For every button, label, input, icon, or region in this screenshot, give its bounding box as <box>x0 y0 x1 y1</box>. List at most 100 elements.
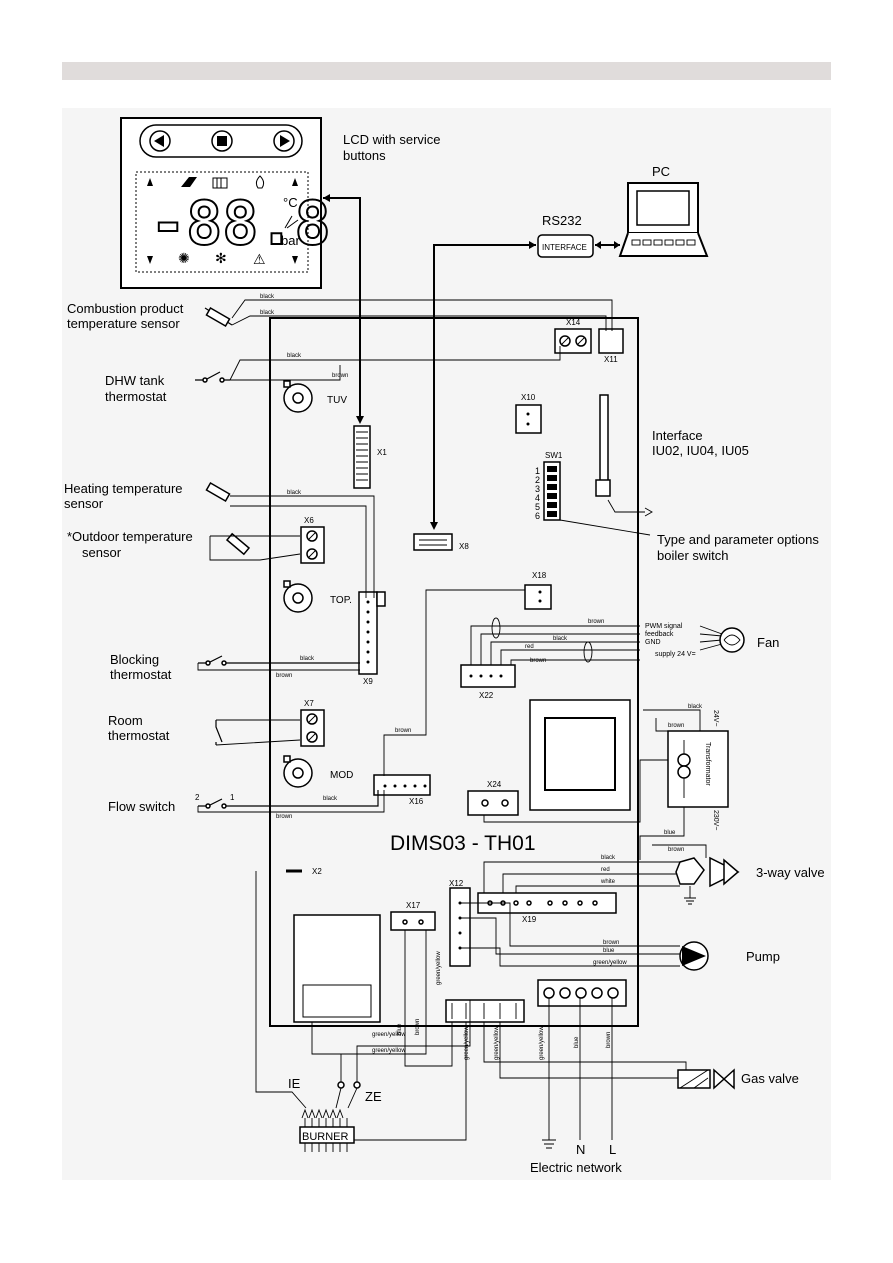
flame-icon <box>255 175 265 189</box>
svg-text:2: 2 <box>535 475 540 485</box>
snowflake-icon: ✻ <box>215 250 227 266</box>
svg-text:SW1: SW1 <box>545 451 563 460</box>
flow-switch-label: Flow switch <box>108 799 175 814</box>
svg-text:Transformator: Transformator <box>704 742 711 786</box>
fan-label: Fan <box>757 635 779 650</box>
svg-text:blue: blue <box>664 830 676 836</box>
lcd-digits: -88.8 <box>150 189 331 259</box>
outdoor-sensor-label: *Outdoor temperature <box>67 529 193 544</box>
svg-text:black: black <box>260 294 275 300</box>
no-flame-icon: ⚠ <box>253 251 266 267</box>
svg-text:green/yellow: green/yellow <box>593 960 627 966</box>
svg-text:blue: blue <box>397 1023 403 1035</box>
type-options-label: Type and parameter options <box>657 532 819 547</box>
svg-text:blue: blue <box>574 1036 580 1048</box>
pump-label: Pump <box>746 949 780 964</box>
interface-label: IU02, IU04, IU05 <box>652 443 749 458</box>
three-way-valve-label: 3-way valve <box>756 865 825 880</box>
room-switch-icon <box>215 720 223 745</box>
svg-text:green/yellow: green/yellow <box>436 951 442 985</box>
svg-text:5: 5 <box>535 502 540 512</box>
svg-text:green/yellow: green/yellow <box>372 1032 406 1038</box>
svg-text:black: black <box>323 796 338 802</box>
svg-text:brown: brown <box>603 940 619 946</box>
svg-text:feedback: feedback <box>645 631 674 638</box>
svg-text:3: 3 <box>535 484 540 494</box>
svg-text:X1: X1 <box>377 448 387 457</box>
outdoor-sensor-label: sensor <box>82 545 122 560</box>
keyboard-keys <box>631 239 696 246</box>
right-arrow-icon <box>280 135 290 147</box>
dhw-thermostat-label: DHW tank <box>105 373 165 388</box>
svg-text:brown: brown <box>530 658 546 664</box>
svg-text:green/yellow: green/yellow <box>539 1026 545 1060</box>
board-title: DIMS03 - TH01 <box>390 832 536 855</box>
svg-text:4: 4 <box>535 493 540 503</box>
svg-text:2: 2 <box>195 793 200 802</box>
connector-x18 <box>524 584 552 610</box>
svg-text:black: black <box>688 704 703 710</box>
svg-text:black: black <box>553 636 568 642</box>
gas-valve-icon <box>713 1068 726 1090</box>
heating-sensor-icon <box>205 482 231 502</box>
svg-text:black: black <box>287 490 302 496</box>
svg-text:X19: X19 <box>522 915 537 924</box>
svg-text:brown: brown <box>276 814 292 820</box>
svg-text:X11: X11 <box>604 355 618 364</box>
svg-text:brown: brown <box>332 373 348 379</box>
svg-text:24V~: 24V~ <box>712 710 719 727</box>
svg-text:blue: blue <box>603 948 615 954</box>
connector-x16 <box>373 774 431 796</box>
pot-top-label: TOP. <box>330 595 352 606</box>
svg-text:brown: brown <box>668 723 684 729</box>
pot-top[interactable] <box>283 580 313 613</box>
ze-label: ZE <box>365 1089 382 1104</box>
svg-text:black: black <box>300 656 315 662</box>
pc-label: PC <box>652 164 670 179</box>
svg-text:green/yellow: green/yellow <box>464 1026 470 1060</box>
pressure-icon <box>284 215 299 229</box>
electric-network-label: Electric network <box>530 1160 622 1175</box>
connector-x24 <box>467 790 519 816</box>
transformator <box>667 730 729 808</box>
type-options-label: boiler switch <box>657 548 729 563</box>
svg-text:X24: X24 <box>487 780 502 789</box>
svg-text:X2: X2 <box>312 867 322 876</box>
up-triangle-icon <box>292 178 298 186</box>
net-l-label: L <box>609 1142 616 1157</box>
svg-text:brown: brown <box>395 728 411 734</box>
tap-icon <box>181 177 197 187</box>
lcd-caption: LCD with service <box>343 132 441 147</box>
burner-label: BURNER <box>302 1131 349 1143</box>
pot-tuv[interactable] <box>283 380 313 413</box>
combustion-sensor-label: temperature sensor <box>67 316 180 331</box>
svg-text:red: red <box>525 644 534 650</box>
stop-square-icon <box>217 136 227 146</box>
interface-label: INTERFACE <box>542 243 587 252</box>
up-triangle-icon <box>147 178 153 186</box>
left-arrow-icon <box>154 135 164 147</box>
svg-text:X16: X16 <box>409 797 424 806</box>
connector-x17 <box>390 911 436 931</box>
svg-text:black: black <box>601 855 616 861</box>
svg-text:brown: brown <box>606 1032 612 1048</box>
ie-label: IE <box>288 1076 301 1091</box>
fan-icon <box>719 627 745 653</box>
svg-text:white: white <box>600 879 616 885</box>
unit-bar: bar <box>281 233 300 248</box>
unit-celsius: °C <box>283 195 298 210</box>
svg-text:red: red <box>601 867 610 873</box>
blocking-thermostat-label: Blocking <box>110 652 159 667</box>
lcd-screen <box>135 171 309 273</box>
svg-text:X6: X6 <box>304 516 314 525</box>
combustion-sensor-label: Combustion product <box>67 301 184 316</box>
relay-block <box>293 914 381 1023</box>
svg-text:black: black <box>260 310 275 316</box>
control-board <box>269 317 639 1027</box>
connector-x22 <box>460 664 516 688</box>
pot-mod[interactable] <box>283 755 313 788</box>
svg-text:green/yellow: green/yellow <box>494 1026 500 1060</box>
down-triangle-icon <box>147 256 153 264</box>
svg-text:6: 6 <box>535 511 540 521</box>
